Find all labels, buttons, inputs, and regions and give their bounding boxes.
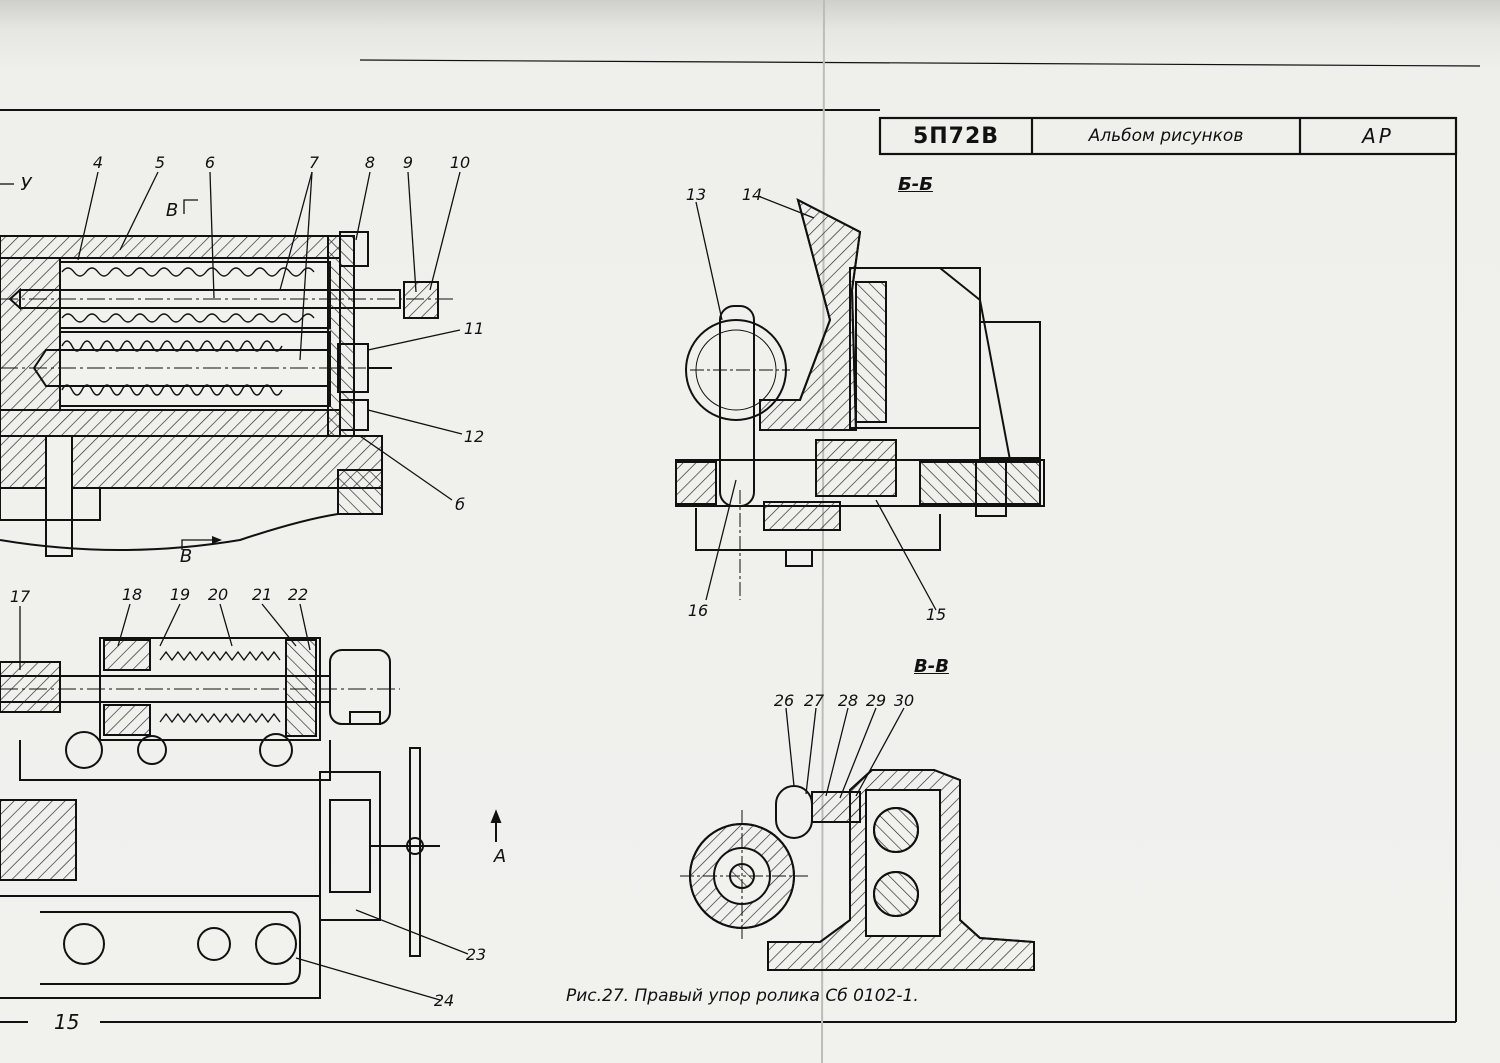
label-7: 7 (309, 153, 320, 172)
label-15: 15 (926, 605, 946, 624)
label-10: 10 (450, 153, 470, 172)
title-block-frame (878, 116, 1458, 156)
label-19: 19 (170, 585, 190, 604)
section-bb-view (675, 198, 1045, 600)
label-17: 17 (10, 587, 31, 606)
label-16: 16 (688, 601, 708, 620)
label-26: 26 (774, 691, 794, 710)
marker-u: У (21, 174, 33, 195)
label-29: 29 (866, 691, 886, 710)
section-label-vv: В-В (914, 656, 949, 677)
label-22: 22 (288, 585, 308, 604)
marker-a: А (493, 846, 506, 867)
label-5: 5 (155, 153, 165, 172)
view-markers: В У В А (21, 174, 507, 867)
label-12: 12 (464, 427, 484, 446)
label-28: 28 (838, 691, 858, 710)
label-23: 23 (466, 945, 486, 964)
label-27: 27 (804, 691, 825, 710)
marker-v-bottom: В (180, 546, 192, 567)
series-code: АР (1362, 124, 1394, 148)
center-mark-arrow (212, 536, 222, 544)
label-b: б (455, 495, 465, 514)
leader-lines (0, 171, 937, 1001)
label-9: 9 (403, 153, 413, 172)
upper-assembly-view (0, 231, 456, 557)
label-21: 21 (252, 585, 272, 604)
title-block: 5П72В Альбом рисунков АР (880, 118, 1456, 154)
label-4: 4 (93, 153, 103, 172)
lower-assembly-view (0, 637, 502, 999)
label-13: 13 (686, 185, 706, 204)
album-title: Альбом рисунков (1088, 126, 1244, 146)
label-8: 8 (365, 153, 375, 172)
label-14: 14 (742, 185, 762, 204)
part-labels: 4 5 6 7 8 9 10 11 12 б 13 14 15 16 17 18… (10, 153, 946, 1010)
label-18: 18 (122, 585, 142, 604)
label-6: 6 (205, 153, 215, 172)
section-label-bb: Б-Б (898, 174, 933, 195)
label-20: 20 (208, 585, 228, 604)
page-number: 15 (54, 1010, 80, 1034)
marker-v-top: В (166, 200, 178, 221)
label-30: 30 (894, 691, 914, 710)
figure-caption: Рис.27. Правый упор ролика Сб 0102-1. (566, 986, 919, 1006)
section-vv-view (680, 769, 1035, 971)
fold-crease (821, 0, 825, 1063)
label-11: 11 (464, 319, 484, 338)
drawing-code: 5П72В (912, 123, 1000, 149)
label-24: 24 (434, 991, 454, 1010)
